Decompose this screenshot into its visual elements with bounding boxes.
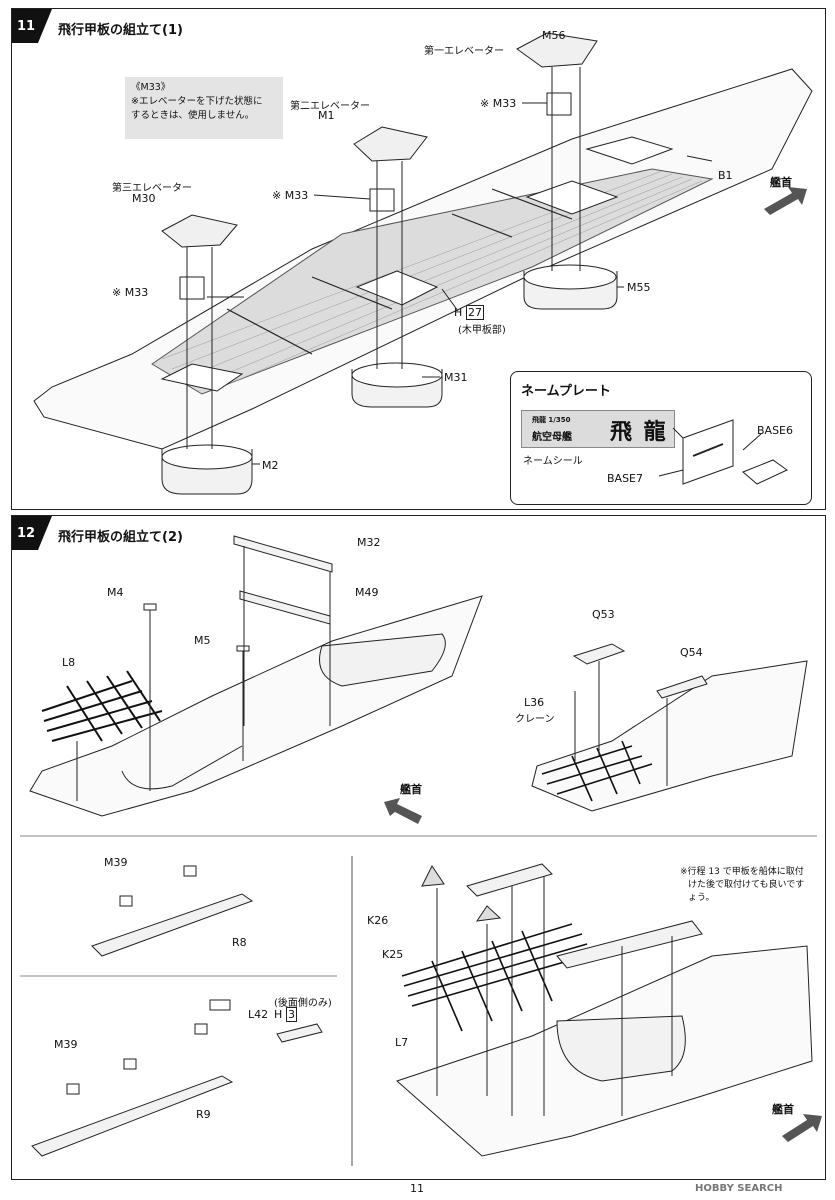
label-m4: M4 (107, 586, 124, 599)
label-rear-only: (後面側のみ) (274, 998, 332, 1009)
label-wood-deck: (木甲板部) (458, 325, 506, 336)
seal-ship-name: 飛 龍 (610, 419, 668, 445)
label-q53: Q53 (592, 608, 615, 621)
label-r9: R9 (196, 1108, 211, 1121)
label-m31: M31 (444, 371, 468, 384)
step-11-panel: 11 飛行甲板の組立て(1) (11, 8, 826, 510)
label-crane: クレーン (515, 714, 555, 725)
label-b1: B1 (718, 169, 733, 182)
nameplate-box: ネームプレート 飛龍 1/350 航空母艦 飛 龍 ネームシール BASE7 B… (510, 371, 812, 505)
note-line-1: ※エレベーターを下げた状態に (131, 96, 263, 107)
label-m33-elev2: ※ M33 (272, 189, 309, 202)
label-m39-r8: M39 (104, 856, 128, 869)
label-h-number: 3 (286, 1007, 297, 1022)
label-elevator-2: 第二エレベーター (290, 101, 370, 112)
note-line-3: ょう。 (688, 893, 715, 903)
label-elevator-1: 第一エレベーター (424, 46, 504, 57)
flight-deck-diagram-2 (20, 535, 822, 1166)
m33-note: 《M33》 ※エレベーターを下げた状態に するときは、使用しません。 (125, 77, 283, 139)
hobby-search-logo: HOBBY SEARCH (695, 1183, 783, 1194)
label-bow-1: 艦首 (400, 783, 422, 796)
label-bow: 艦首 (770, 176, 792, 189)
step-title: 飛行甲板の組立て(2) (58, 530, 183, 545)
label-m5: M5 (194, 634, 211, 647)
label-q54: Q54 (680, 646, 703, 659)
note-code: 《M33》 (131, 82, 171, 93)
label-m33-elev1: ※ M33 (480, 97, 517, 110)
label-m2: M2 (262, 459, 279, 472)
label-elevator-3: 第三エレベーター (112, 183, 192, 194)
label-r8: R8 (232, 936, 247, 949)
step-number: 12 (17, 526, 36, 541)
step-badge-11 (12, 9, 52, 43)
label-m56: M56 (542, 29, 566, 42)
label-h: H (274, 1008, 283, 1021)
label-m55: M55 (627, 281, 651, 294)
label-l7: L7 (395, 1036, 409, 1049)
label-m32: M32 (357, 536, 381, 549)
label-m49: M49 (355, 586, 379, 599)
label-l8: L8 (62, 656, 76, 669)
label-name-seal: ネームシール (523, 456, 583, 467)
nameplate-header: ネームプレート (521, 384, 611, 399)
page-number: 11 (410, 1182, 424, 1195)
label-h-number: 27 (466, 305, 484, 320)
label-h: H (454, 306, 463, 319)
label-l36: L36 (524, 696, 545, 709)
seal-scale: 飛龍 1/350 (532, 416, 571, 424)
step-12-panel: 12 飛行甲板の組立て(2) (11, 515, 826, 1180)
base-parts-drawing (658, 419, 788, 485)
label-l42: L42 (248, 1008, 269, 1021)
label-m1: M1 (318, 109, 335, 122)
label-m39-r9: M39 (54, 1038, 78, 1051)
label-k26: K26 (367, 914, 389, 927)
step-number: 11 (17, 19, 36, 34)
note-line-1: ※行程 13 で甲板を船体に取付 (680, 867, 804, 877)
step-badge-12 (12, 516, 52, 550)
note-line-2: けた後で取付けても良いです (688, 880, 805, 890)
label-bow-2: 艦首 (772, 1103, 794, 1116)
label-base6: BASE6 (757, 424, 794, 437)
flight-deck-diagram-1 (33, 32, 813, 495)
note-line-2: するときは、使用しません。 (131, 110, 255, 121)
step-title: 飛行甲板の組立て(1) (58, 23, 183, 38)
seal-class: 航空母艦 (532, 432, 572, 443)
label-m33-elev3: ※ M33 (112, 286, 149, 299)
label-base7: BASE7 (607, 472, 644, 485)
label-k25: K25 (382, 948, 404, 961)
name-seal: 飛龍 1/350 航空母艦 飛 龍 (521, 410, 675, 448)
label-m30: M30 (132, 192, 156, 205)
